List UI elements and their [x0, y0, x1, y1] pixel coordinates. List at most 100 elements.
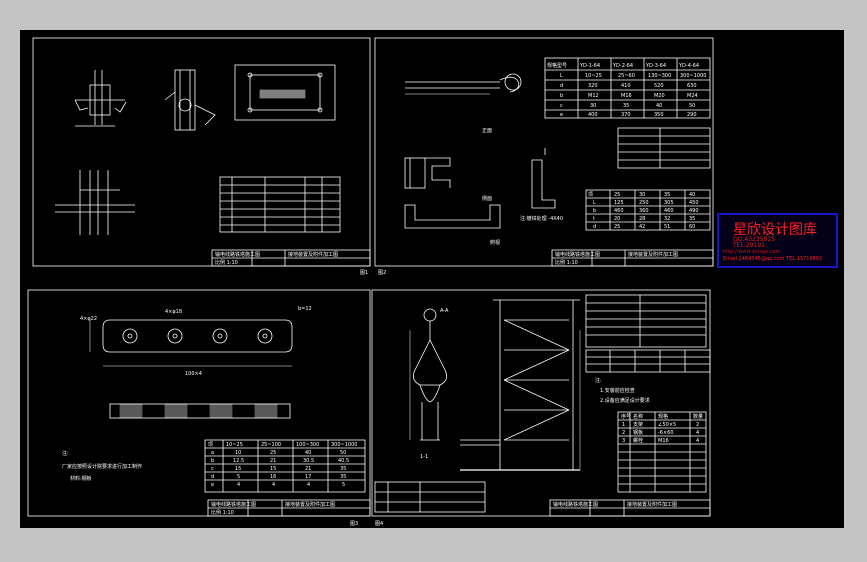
note-text: 2.设备应满足设计要求 [600, 397, 650, 404]
table-cell: 21 [305, 466, 311, 472]
stats-cell: 35 [689, 216, 695, 222]
spec-cell: M20 [654, 93, 665, 99]
table-cell: 4 [237, 482, 240, 488]
table-cell: 30.5 [303, 458, 314, 464]
bom-header: 序号 [621, 413, 631, 420]
stats-cell: 490 [689, 208, 699, 214]
bom-cell: -6×60 [658, 430, 674, 436]
spec-cell: d [560, 83, 563, 89]
spec-cell: 400 [588, 112, 598, 118]
stats-cell: 42 [639, 224, 645, 230]
stats-cell: 360 [639, 208, 649, 214]
stamp-line: http://www.xinsge.com [723, 249, 781, 255]
stats-cell: 125 [614, 200, 624, 206]
table-cell: 5 [342, 482, 345, 488]
watermark-stamp: 星欣设计图库 QQ:43235925 TEL:29192 http://www.… [717, 213, 838, 268]
table-cell: e [211, 482, 214, 488]
sheet-bottom-right [371, 289, 711, 517]
spec-cell: M24 [687, 93, 698, 99]
table-cell: a [211, 450, 214, 456]
note-text: 厂家应按照设计院要求进行加工制作 [62, 463, 142, 470]
dimension-label: 4×φ18 [165, 309, 182, 315]
table-cell: 16 [270, 474, 276, 480]
stats-cell: L [593, 200, 596, 206]
bom-cell: 3 [622, 438, 625, 444]
stamp-title: 星欣设计图库 [733, 222, 817, 238]
table-cell: d [211, 474, 214, 480]
stats-header: 项 [588, 192, 593, 198]
dimension-label: b=12 [298, 306, 312, 312]
view-label-side: 侧面 [482, 195, 492, 202]
bom-header: 名称 [633, 413, 643, 420]
sheet-number: 图3 [350, 521, 358, 527]
sheet-number: 图2 [378, 270, 386, 276]
bom-cell: 支架 [633, 421, 643, 428]
table-cell: 4 [307, 482, 310, 488]
cad-drawing-canvas: 图1 图2 图3 图4 输电线路铁塔施工图 接地装置及附件加工图 比例 1:10… [20, 30, 844, 528]
stamp-line: Email:1484345@qq.com TEL:13719892 [723, 256, 823, 262]
stats-cell: 450 [689, 200, 699, 206]
spec-cell: 630 [687, 83, 697, 89]
bom-cell: ∠50×5 [658, 422, 676, 428]
sheet-number: 图1 [360, 270, 368, 276]
spec-cell: e [560, 112, 563, 118]
spec-table-header: YD-4-64 [678, 63, 699, 69]
table-cell: 40 [305, 450, 311, 456]
title-block-drawing: 接地装置及附件加工图 [628, 251, 678, 258]
bom-cell: 4 [696, 438, 699, 444]
title-block-project: 输电线路铁塔施工图 [555, 251, 600, 258]
spec-cell: 320 [588, 83, 598, 89]
table-header: 10~25 [226, 442, 243, 448]
view-label: 1-1 [420, 454, 428, 460]
title-block-scale: 比例 1:10 [555, 259, 578, 266]
stats-cell: t [593, 216, 595, 222]
spec-cell: 520 [654, 83, 664, 89]
stats-header: 30 [639, 192, 645, 198]
table-cell: 25 [270, 450, 276, 456]
table-cell: 17 [305, 474, 311, 480]
spec-cell: 300~1000 [680, 73, 706, 79]
note-heading: 注: [595, 377, 602, 384]
spec-cell: 370 [621, 112, 631, 118]
stamp-line: QQ:43235925 [733, 236, 776, 243]
spec-table-header: 规格型号 [547, 62, 567, 69]
note-heading: 注: [62, 450, 69, 457]
bom-cell: 2 [696, 422, 699, 428]
title-block-project: 输电线路铁塔施工图 [215, 251, 260, 258]
bom-cell: 2 [622, 430, 625, 436]
stats-header: 35 [664, 192, 670, 198]
stats-cell: 305 [664, 200, 674, 206]
table-cell: b [211, 458, 214, 464]
table-cell: c [211, 466, 214, 472]
title-block-project: 输电线路铁塔施工图 [553, 501, 598, 508]
spec-cell: M12 [588, 93, 599, 99]
table-cell: 5 [237, 474, 240, 480]
stats-cell: 51 [664, 224, 670, 230]
bom-cell: 钢板 [633, 429, 643, 436]
spec-cell: 10~25 [585, 73, 602, 79]
spec-cell: M16 [621, 93, 632, 99]
spec-cell: 130~300 [648, 73, 671, 79]
stats-cell: 20 [614, 216, 620, 222]
sheet-top-right [374, 37, 714, 267]
table-cell: 10 [235, 450, 241, 456]
stats-cell: b [593, 208, 596, 214]
view-label-plan: 俯视 [490, 239, 500, 246]
spec-table-header: YD-3-64 [645, 63, 666, 69]
stats-cell: 460 [664, 208, 674, 214]
spec-cell: 50 [689, 103, 695, 109]
dimension-label: 4×φ22 [80, 316, 97, 322]
note-text: 材料:钢板 [70, 475, 92, 482]
title-block-drawing: 接地装置及附件加工图 [288, 251, 338, 258]
table-header: 300~1000 [331, 442, 357, 448]
table-cell: 35 [340, 474, 346, 480]
spec-cell: 290 [687, 112, 697, 118]
title-block-drawing: 接地装置及附件加工图 [285, 501, 335, 508]
table-cell: 15 [235, 466, 241, 472]
spec-cell: 30 [590, 103, 596, 109]
cad-sheets: 图1 图2 图3 图4 输电线路铁塔施工图 接地装置及附件加工图 比例 1:10… [27, 37, 714, 527]
table-cell: 15 [270, 466, 276, 472]
title-block-scale: 比例 1:10 [215, 259, 238, 266]
top-right-note: 注:镀锌处理 -4X40 [520, 215, 563, 222]
bom-cell: 螺栓 [633, 437, 643, 444]
